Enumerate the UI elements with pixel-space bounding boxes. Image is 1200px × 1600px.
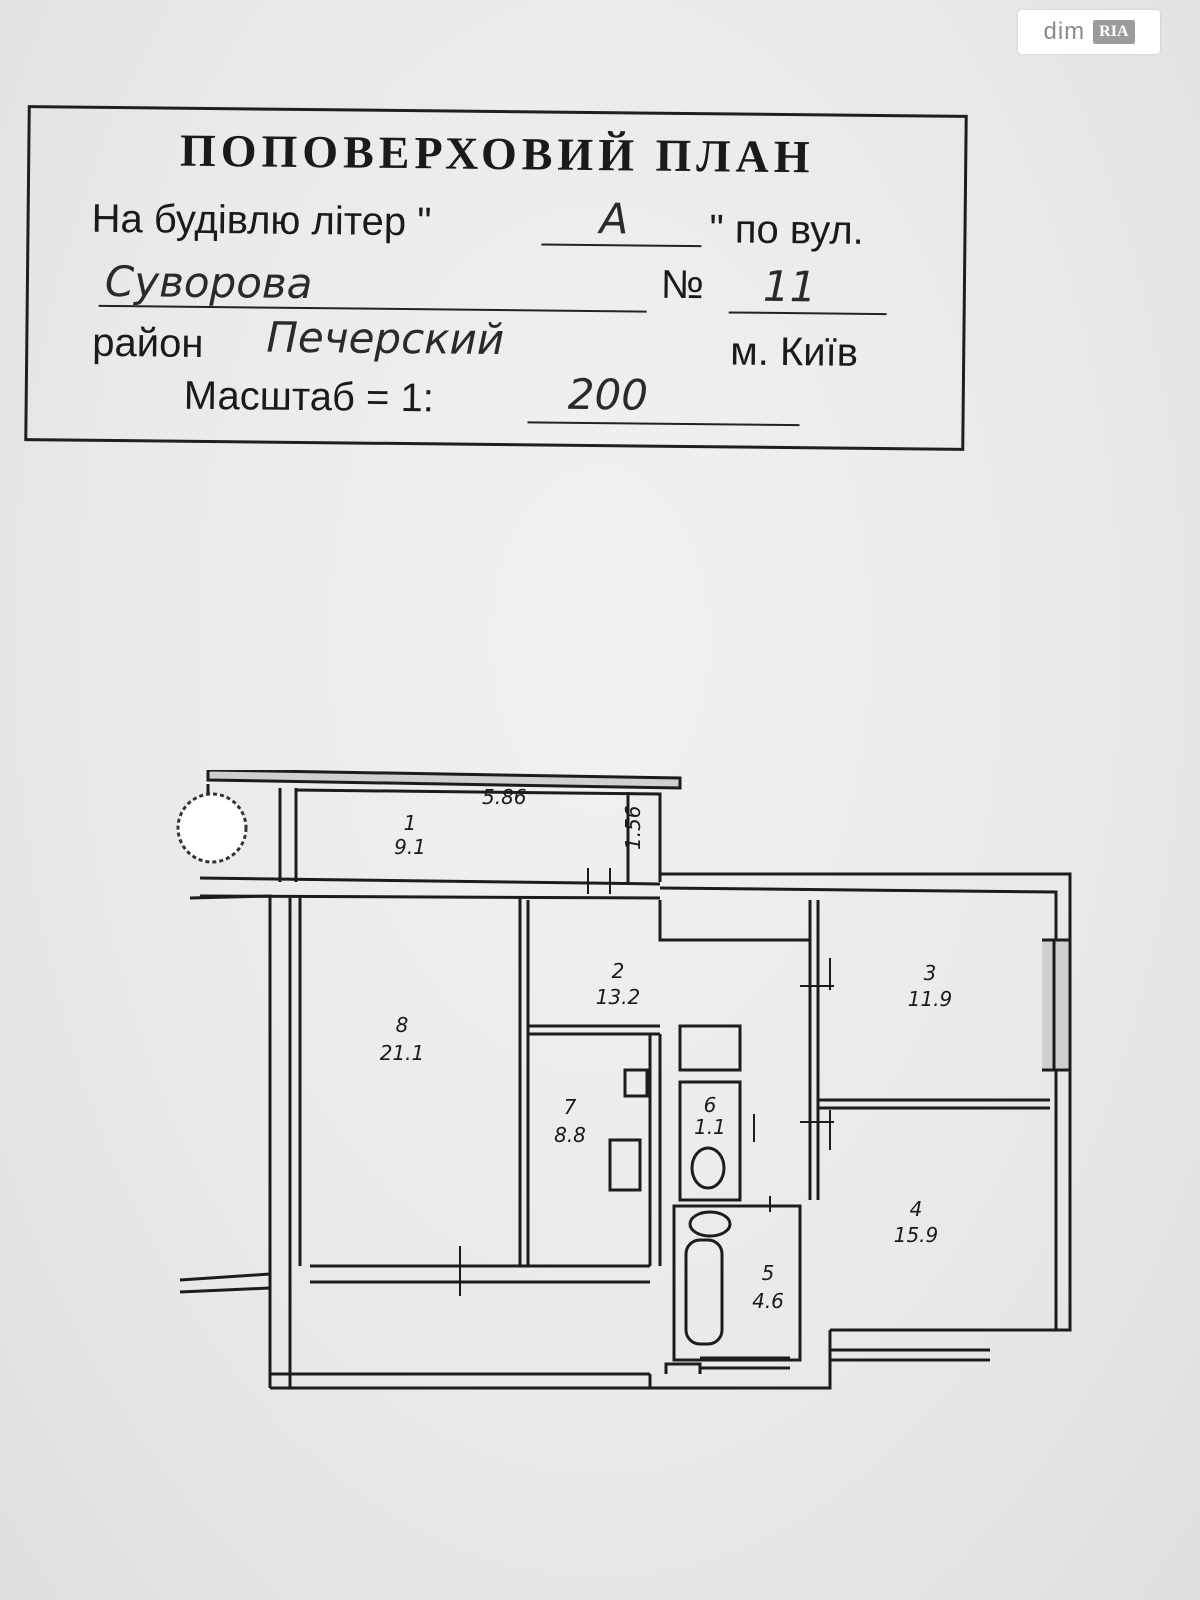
stamp-scale-label: Масштаб = 1: [183,373,435,421]
room-4-number: 4 [910,1197,923,1221]
room6-outline [678,1080,742,1202]
room-2-area: 13.2 [596,985,641,1009]
balcony-width-label: 1.56 [621,805,645,850]
stamp-district-label: район [92,320,204,366]
room-4-area: 15.9 [894,1223,939,1247]
balcony-parapet [206,770,682,790]
room-8-area: 21.1 [380,1041,425,1065]
window-bottom-8 [310,1264,650,1284]
room-5-number: 5 [762,1261,775,1285]
door-tick [587,868,611,894]
toilet-icon [690,1146,726,1190]
wall-room7-right [648,1034,662,1266]
stamp-street-value: Суворова [104,256,313,309]
room-5-area: 4.6 [752,1289,784,1313]
exterior-ledge [179,1272,271,1294]
door-tick [800,958,834,990]
outer-wall-left [189,894,292,1388]
balcony-length-label: 5.86 [482,785,527,809]
room-3-number: 3 [924,961,937,985]
room-1-area: 9.1 [394,835,426,859]
outer-wall-bottom-left [270,1372,650,1390]
stamp-building-prefix: На будівлю літер " [91,196,432,245]
room-7-area: 8.8 [554,1123,586,1147]
niche-hall [678,1024,742,1072]
room-6-number: 6 [704,1093,717,1117]
door-tick [800,1110,834,1150]
window-bottom-4 [830,1348,990,1362]
dimria-watermark: dim RIA [1018,10,1160,54]
floor-plan-drawing: 5.86 1.56 1 9.1 2 13.2 3 11.9 4 15.9 5 4… [176,770,1072,1390]
window-bottom-5 [700,1356,790,1370]
washbasin-icon [688,1210,732,1238]
room5-outline [672,1204,802,1362]
stamp-scale-value: 200 [567,369,649,420]
stamp-street-label: " по вул. [709,207,865,253]
room-7-number: 7 [564,1095,577,1119]
room-1-number: 1 [404,811,417,835]
stove-icon [608,1138,642,1192]
room-2-number: 2 [612,959,625,983]
room-3-area: 11.9 [908,987,953,1011]
balcony-floor-wall [199,876,661,900]
wall-room2-room7 [528,1024,660,1036]
window-room3 [1042,938,1072,1072]
stamp-litera-value: А [599,194,629,244]
outer-wall-top-right [659,872,1072,1332]
wall-room2-room3 [808,900,820,1200]
closet-room2 [658,900,810,942]
plan-stamp: ПОПОВЕРХОВИЙ ПЛАН На будівлю літер " А "… [24,105,968,451]
stamp-number-value: 11 [762,261,817,312]
watermark-ria-badge: RIA [1093,20,1135,44]
balcony-partition [278,788,298,882]
balcony-walls [295,788,662,882]
sink-icon [623,1068,649,1098]
stamp-title: ПОПОВЕРХОВИЙ ПЛАН [179,124,815,183]
bathtub-icon [684,1238,724,1346]
stamp-number-label: № [660,262,705,308]
watermark-dim-text: dim [1043,18,1086,45]
stamp-city: м. Київ [730,329,859,375]
wall-room3-room4 [818,1098,1050,1110]
wall-room8 [298,898,530,1266]
room-6-area: 1.1 [694,1115,726,1139]
column-marker [176,792,248,864]
stamp-district-value: Печерский [266,312,505,365]
room-8-number: 8 [396,1013,409,1037]
